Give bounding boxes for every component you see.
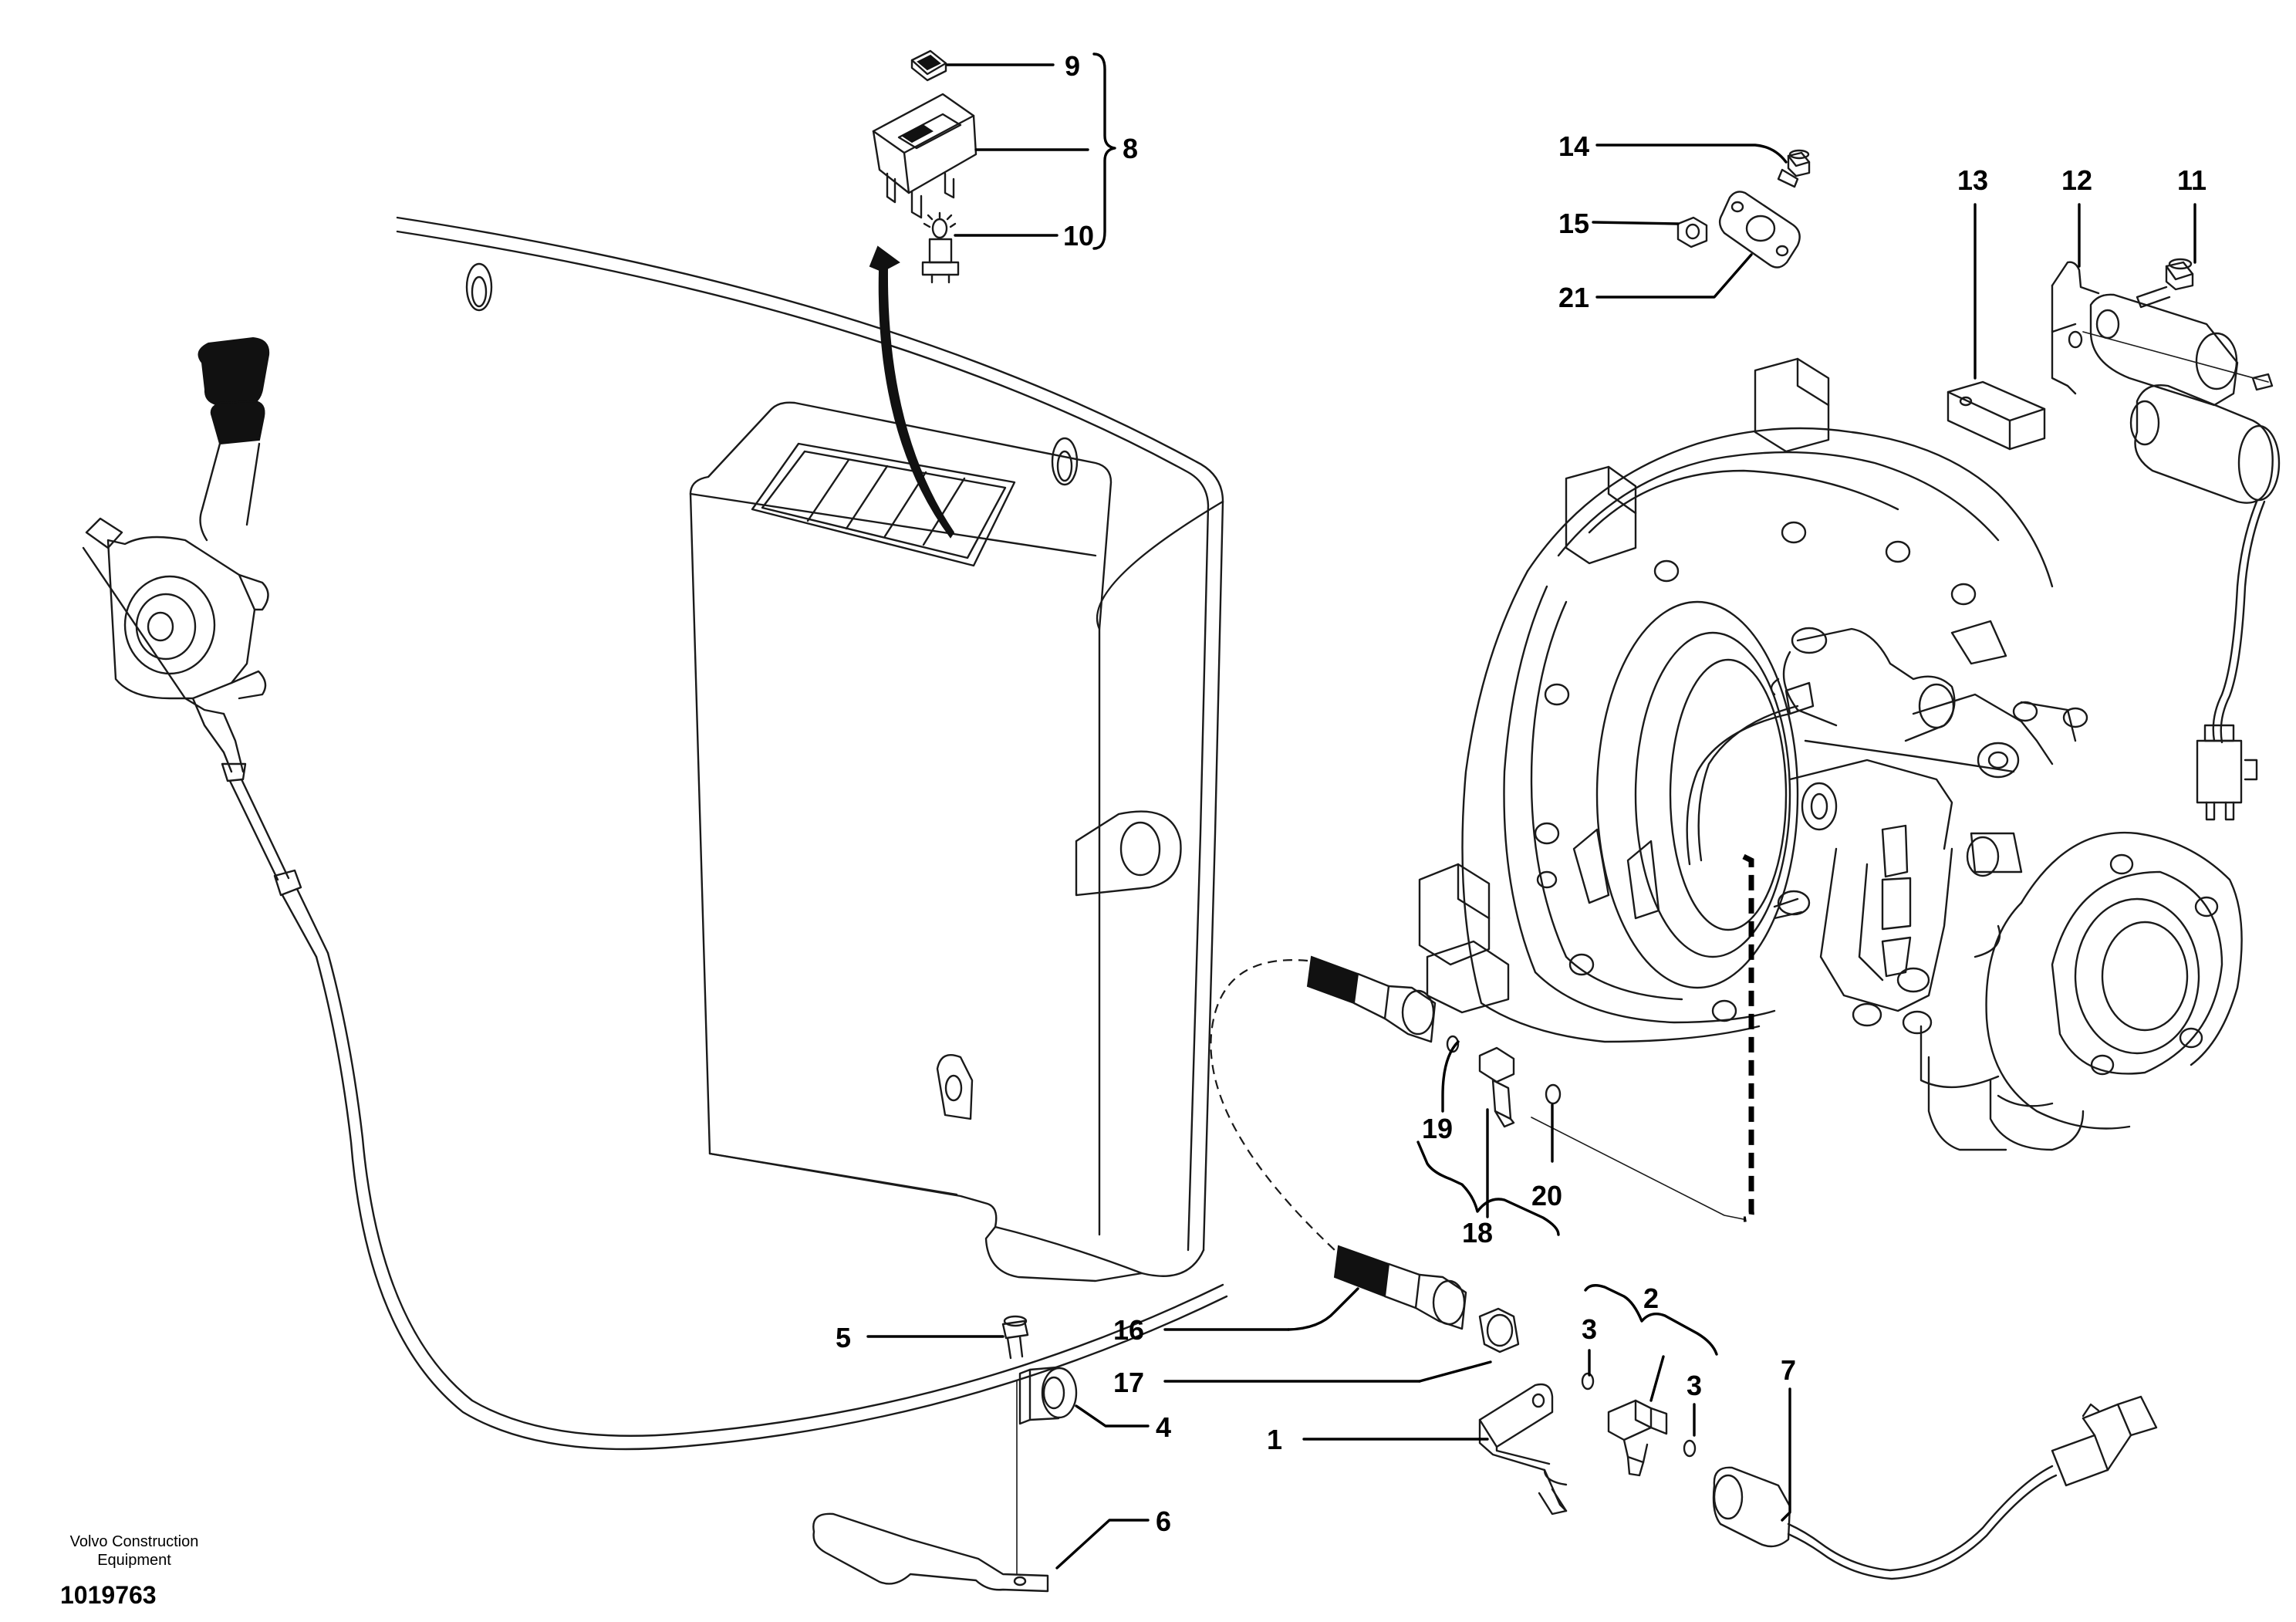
callout-5: 5 bbox=[836, 1322, 851, 1353]
callout-6: 6 bbox=[1156, 1505, 1171, 1537]
sensor-bracket bbox=[1478, 1383, 1568, 1516]
adapter-fitting bbox=[1478, 1046, 1515, 1128]
callout-3-left: 3 bbox=[1582, 1313, 1597, 1345]
nut bbox=[1676, 216, 1708, 248]
pump-valve-body bbox=[1773, 627, 2088, 1089]
solenoid-block bbox=[1947, 380, 2046, 451]
callout-7: 7 bbox=[1781, 1354, 1796, 1386]
pressure-sensor bbox=[1607, 1399, 1668, 1477]
credit-line-1: Volvo Construction bbox=[70, 1533, 199, 1550]
support-bracket bbox=[812, 1512, 1049, 1593]
solenoid-bracket bbox=[2051, 261, 2100, 395]
callout-19: 19 bbox=[1422, 1113, 1453, 1144]
callout-18: 18 bbox=[1462, 1217, 1493, 1249]
group-brace-2 bbox=[1584, 1284, 1718, 1356]
hose-loop-dashed bbox=[1210, 959, 1335, 1251]
location-arrow bbox=[869, 245, 955, 539]
callout-2: 2 bbox=[1643, 1282, 1659, 1314]
callout-numbers: 9 8 10 14 15 21 13 12 11 19 20 18 2 3 3 … bbox=[836, 50, 2207, 1537]
callout-12: 12 bbox=[2061, 164, 2092, 196]
hose-route-dashed bbox=[1742, 853, 1754, 1222]
group-brace-18 bbox=[1416, 1140, 1560, 1236]
cab-side-panel bbox=[396, 216, 1224, 1282]
adapter-nut bbox=[1478, 1307, 1520, 1353]
callout-17: 17 bbox=[1113, 1367, 1144, 1398]
callout-11: 11 bbox=[2177, 164, 2207, 196]
callout-20: 20 bbox=[1531, 1180, 1562, 1211]
leader-lines bbox=[866, 63, 2196, 1570]
switch-cap bbox=[910, 49, 947, 82]
hose-fitting-upper bbox=[1306, 955, 1437, 1043]
callout-16: 16 bbox=[1113, 1314, 1144, 1346]
pump-housing bbox=[1418, 357, 2054, 1043]
o-rings bbox=[1446, 1035, 1697, 1458]
callout-1: 1 bbox=[1267, 1424, 1282, 1455]
pump-body-right bbox=[1927, 831, 2243, 1151]
callout-4: 4 bbox=[1156, 1411, 1171, 1443]
indicator-bulb bbox=[921, 211, 960, 284]
pressure-sensor-on-pump bbox=[1686, 678, 1815, 866]
cover-plate bbox=[1718, 191, 1801, 269]
cable-clamp bbox=[1018, 1366, 1078, 1425]
solenoid-valve bbox=[2068, 293, 2281, 821]
group-brace-8 bbox=[1092, 52, 1116, 250]
document-number: 1019763 bbox=[60, 1581, 157, 1609]
hex-bolt bbox=[2136, 258, 2194, 309]
callout-14: 14 bbox=[1558, 130, 1589, 162]
temperature-sender-with-cable bbox=[1712, 1395, 2158, 1580]
callout-8: 8 bbox=[1123, 133, 1138, 164]
screw bbox=[1001, 1315, 1029, 1360]
throttle-cable bbox=[315, 951, 1228, 1451]
console-vent-grille bbox=[751, 442, 1016, 567]
panel-mounting-holes bbox=[465, 262, 1182, 1120]
flange-bolts bbox=[1534, 521, 1977, 1022]
throttle-lever-assembly bbox=[82, 336, 329, 958]
hose-fitting-lower bbox=[1333, 1245, 1467, 1330]
callout-21: 21 bbox=[1558, 282, 1589, 313]
callout-3-right: 3 bbox=[1687, 1370, 1702, 1401]
credit-line-2: Equipment bbox=[97, 1552, 171, 1569]
callout-10: 10 bbox=[1063, 220, 1094, 252]
callout-15: 15 bbox=[1558, 208, 1589, 239]
callout-13: 13 bbox=[1957, 164, 1988, 196]
flange-bolt bbox=[1777, 149, 1811, 188]
callout-9: 9 bbox=[1065, 50, 1080, 82]
rocker-switch bbox=[872, 93, 977, 219]
